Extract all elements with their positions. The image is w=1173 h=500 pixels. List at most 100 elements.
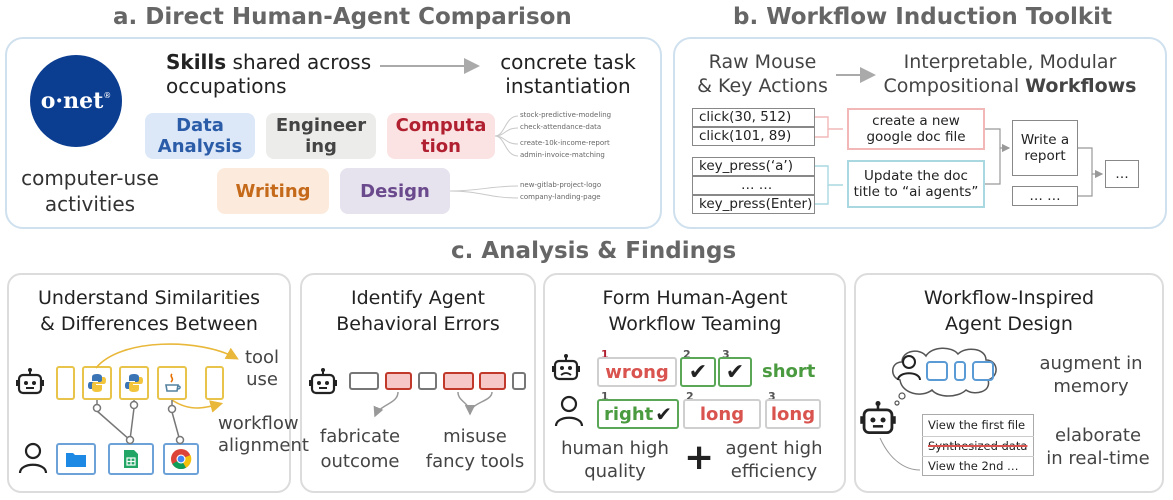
action-row: key_press(‘a’) bbox=[692, 157, 815, 176]
augment-1: augment in bbox=[1039, 353, 1143, 374]
folder-icon bbox=[56, 443, 96, 475]
memory-box bbox=[926, 361, 948, 381]
step-number: 2 bbox=[686, 390, 694, 403]
c4-title-1: Workflow-Inspired bbox=[923, 287, 1095, 309]
misuse-tools-label: misuse fancy tools bbox=[419, 424, 531, 474]
right-text: right bbox=[603, 403, 654, 425]
tool-2: use bbox=[246, 369, 278, 390]
step-number: 1 bbox=[601, 348, 609, 361]
raw-2: & Key Actions bbox=[697, 75, 828, 97]
python-icon bbox=[119, 366, 149, 400]
raw-actions-text: Raw Mouse & Key Actions bbox=[690, 50, 835, 98]
task-item: company-landing-page bbox=[520, 193, 601, 201]
skill-data-1: Data bbox=[176, 115, 224, 136]
action-row: click(30, 512) bbox=[692, 108, 815, 127]
workflow-ellipsis: … bbox=[1105, 160, 1139, 188]
activities-text: computer-use activities bbox=[20, 165, 160, 217]
skills-shared-text: Skills shared across occupations bbox=[166, 50, 371, 98]
task-item: check-attendance-data bbox=[520, 123, 602, 131]
agent-step-box bbox=[205, 366, 224, 400]
action-box bbox=[418, 372, 437, 390]
check-chip: ✔ bbox=[718, 357, 752, 387]
long-chip: long bbox=[765, 399, 821, 429]
err2-2: fancy tools bbox=[425, 451, 525, 472]
interp-1: Interpretable, Modular bbox=[903, 51, 1117, 73]
task-item: new-gitlab-project-logo bbox=[520, 181, 602, 189]
err2-1: misuse bbox=[443, 426, 507, 447]
java-icon bbox=[157, 366, 187, 400]
c1-title: Understand Similarities & Differences Bet… bbox=[10, 285, 288, 337]
activities-2: activities bbox=[44, 192, 136, 216]
skill-data-2: Analysis bbox=[157, 136, 243, 157]
action-row: click(101, 89) bbox=[692, 127, 815, 146]
interp-2: Compositional bbox=[883, 75, 1026, 97]
activities-1: computer-use bbox=[21, 166, 159, 190]
c4-title-2: Agent Design bbox=[945, 313, 1073, 335]
right-chip: right✔ bbox=[597, 399, 679, 429]
workflow-more-steps: … … bbox=[1012, 186, 1078, 206]
short-label: short bbox=[762, 361, 816, 382]
action-row: … … bbox=[692, 176, 815, 195]
long-chip: long bbox=[683, 399, 761, 429]
action-list-item-struck: Synthesized data bbox=[928, 439, 1028, 453]
concrete-1: concrete task bbox=[500, 50, 636, 74]
concrete-task-text: concrete task instantiation bbox=[493, 50, 643, 98]
human-icon bbox=[554, 395, 584, 431]
onet-logo: o·net ® bbox=[30, 55, 122, 147]
task-item: create-10k-income-report bbox=[520, 139, 610, 147]
check-chip: ✔ bbox=[680, 357, 716, 387]
skills-rest-2: occupations bbox=[166, 74, 287, 98]
report-2: report bbox=[1024, 148, 1066, 164]
skill-comp-1: Computa bbox=[395, 115, 487, 136]
robot-icon bbox=[860, 401, 896, 443]
skills-bold: Skills bbox=[166, 50, 227, 74]
err1-1: fabricate bbox=[319, 426, 401, 447]
panel-similarities bbox=[7, 273, 291, 493]
raw-1: Raw Mouse bbox=[708, 51, 817, 73]
divider bbox=[922, 456, 1034, 457]
agent-step-box bbox=[56, 366, 75, 400]
c3-title-2: Workflow Teaming bbox=[608, 313, 782, 335]
step-number: 1 bbox=[601, 390, 609, 403]
wf-2: alignment bbox=[218, 435, 309, 456]
step-number: 3 bbox=[768, 390, 776, 403]
action-box bbox=[512, 372, 526, 390]
divider bbox=[922, 436, 1034, 437]
action-box bbox=[349, 372, 379, 390]
skill-writing: Writing bbox=[217, 168, 329, 214]
robot-icon bbox=[309, 368, 337, 402]
memory-box bbox=[972, 361, 994, 381]
skill-eng-2: ing bbox=[305, 136, 337, 157]
step1-2: google doc file bbox=[866, 129, 966, 145]
c1-title-2: & Differences Between bbox=[40, 313, 258, 335]
concrete-2: instantiation bbox=[505, 74, 631, 98]
action-list-item: View the 2nd … bbox=[928, 459, 1019, 473]
robot-sad-icon bbox=[552, 354, 580, 388]
report-1: Write a bbox=[1020, 132, 1070, 148]
c2-title-2: Behavioral Errors bbox=[336, 313, 500, 335]
task-item: admin-invoice-matching bbox=[520, 151, 605, 159]
err1-2: outcome bbox=[320, 451, 400, 472]
interpretable-text: Interpretable, Modular Compositional Wor… bbox=[880, 50, 1140, 98]
section-b-title: b. Workflow Induction Toolkit bbox=[733, 4, 1113, 30]
tool-1: tool bbox=[244, 347, 280, 368]
skill-comp-2: tion bbox=[421, 136, 461, 157]
onet-logo-text: o·net bbox=[40, 88, 104, 114]
skill-design: Design bbox=[340, 168, 450, 214]
human-icon bbox=[18, 442, 48, 478]
step2-1: Update the doc bbox=[864, 168, 968, 184]
interp-bold: Workflows bbox=[1025, 75, 1137, 97]
action-row: key_press(Enter) bbox=[692, 195, 815, 214]
wf-1: workflow bbox=[218, 413, 299, 434]
c1-title-1: Understand Similarities bbox=[37, 287, 261, 309]
human-2: quality bbox=[584, 461, 646, 482]
